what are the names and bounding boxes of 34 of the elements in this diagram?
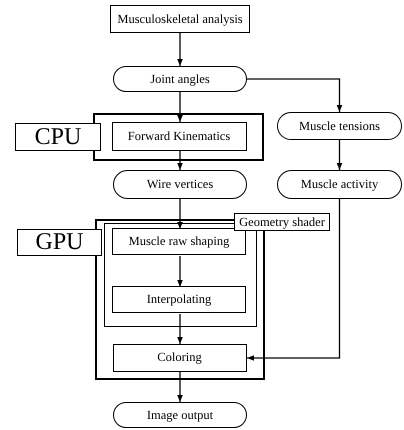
node-label: Interpolating xyxy=(146,292,212,307)
arrow xyxy=(177,314,183,344)
arrow xyxy=(177,92,183,122)
node-label: Wire vertices xyxy=(146,177,214,192)
process-box xyxy=(112,286,246,313)
process-box xyxy=(110,5,250,33)
node-label: Image output xyxy=(146,408,214,422)
terminal-box xyxy=(113,66,247,92)
arrow xyxy=(177,151,183,170)
terminal-box xyxy=(277,112,402,140)
terminal-box xyxy=(277,170,402,199)
arrow xyxy=(247,199,340,361)
node-label: Forward Kinematics xyxy=(128,128,230,144)
group-frame xyxy=(93,113,264,161)
arrow xyxy=(177,256,183,287)
node-label: Musculoskeletal analysis xyxy=(117,12,243,26)
node-label: Muscle tensions xyxy=(299,118,380,134)
group-heading: CPU xyxy=(15,123,101,151)
process-box xyxy=(112,344,246,372)
group-heading: Geometry shader xyxy=(234,213,330,231)
arrow xyxy=(336,140,342,170)
arrow xyxy=(177,372,183,402)
arrow xyxy=(177,33,183,66)
terminal-box xyxy=(113,402,247,428)
group-heading: GPU xyxy=(17,229,102,256)
process-box xyxy=(112,228,246,255)
node-label: Muscle activity xyxy=(300,177,378,192)
node-label: Muscle raw shaping xyxy=(128,234,230,249)
terminal-box xyxy=(113,170,247,199)
process-box xyxy=(112,122,246,150)
node-label: Coloring xyxy=(157,350,202,365)
node-label: Joint angles xyxy=(150,72,210,86)
arrow xyxy=(247,78,342,112)
arrow xyxy=(177,199,183,229)
